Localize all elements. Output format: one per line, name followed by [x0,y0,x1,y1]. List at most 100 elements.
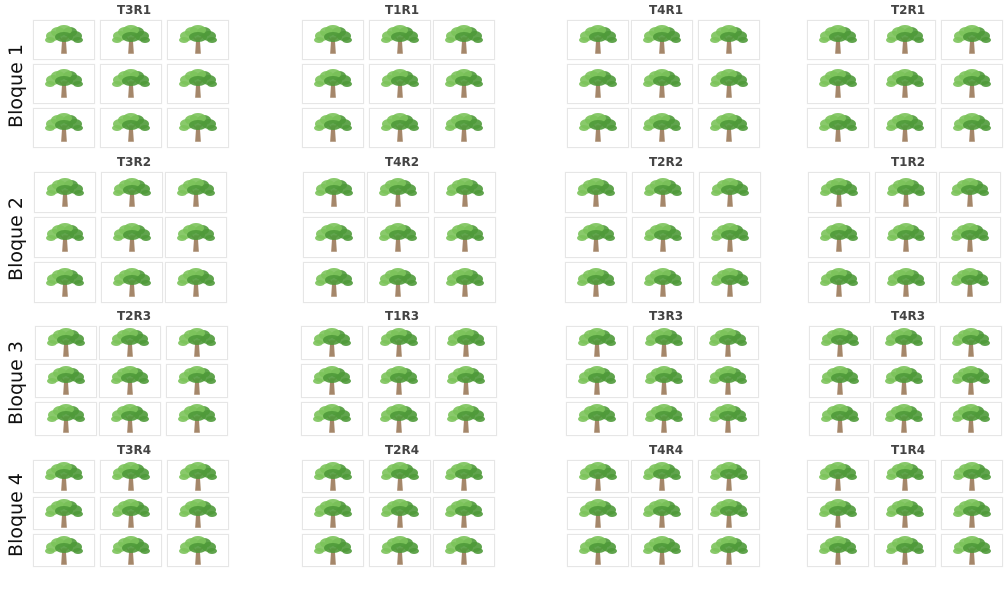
tree-icon [45,69,83,98]
tree-cell [698,108,760,148]
tree-cell [807,108,869,148]
tree-cell [807,534,869,567]
block-label: Bloque 1 [5,44,27,128]
tree-icon [111,404,149,433]
tree-icon [710,461,748,491]
tree-icon [577,267,615,297]
plot: T4R3 [808,308,1008,440]
tree-icon [886,498,924,528]
tree-icon [951,177,989,207]
tree-icon [579,461,617,491]
tree-cell [101,217,163,258]
tree-icon [710,69,748,98]
tree-icon [577,177,615,207]
tree-icon [47,366,85,395]
tree-icon [447,328,485,357]
tree-icon [111,366,149,395]
tree-icon [314,461,352,491]
tree-cell [35,364,97,398]
tree-cell [631,497,693,530]
tree-icon [711,222,749,252]
tree-icon [710,535,748,565]
tree-cell [697,326,759,360]
tree-cell [633,364,695,398]
tree-cell [165,217,227,258]
tree-cell [167,460,229,493]
tree-cell [631,20,693,60]
tree-icon [45,113,83,142]
tree-icon [314,498,352,528]
tree-icon [645,328,683,357]
tree-cell [167,497,229,530]
tree-cell [699,172,761,213]
plot-label: T1R3 [384,309,420,323]
tree-cell [302,20,364,60]
tree-icon [179,535,217,565]
tree-icon [179,113,217,142]
tree-cell [433,64,495,104]
tree-icon [445,69,483,98]
tree-cell [100,497,162,530]
tree-icon [447,366,485,395]
plot: T2R2 [565,154,766,306]
tree-cell [941,534,1003,567]
tree-cell [939,217,1001,258]
tree-icon [643,69,681,98]
tree-cell [941,64,1003,104]
tree-icon [644,222,682,252]
tree-cell [565,172,627,213]
tree-cell [301,326,363,360]
tree-icon [447,404,485,433]
tree-cell [808,262,870,303]
tree-icon [643,461,681,491]
tree-icon [953,113,991,142]
tree-cell [632,217,694,258]
tree-icon [819,535,857,565]
tree-icon [820,267,858,297]
tree-icon [381,113,419,142]
tree-icon [379,222,417,252]
tree-cell [807,20,869,60]
tree-cell [433,497,495,530]
plot: T1R1 [302,2,502,152]
tree-cell [566,402,628,436]
tree-icon [113,177,151,207]
tree-icon [643,113,681,142]
tree-icon [887,177,925,207]
tree-cell [873,364,935,398]
tree-icon [953,498,991,528]
tree-icon [315,222,353,252]
tree-cell [33,534,95,567]
tree-icon [314,535,352,565]
tree-icon [445,461,483,491]
tree-icon [579,535,617,565]
tree-icon [379,267,417,297]
tree-cell [167,108,229,148]
plot-label: T1R1 [384,3,420,17]
tree-icon [381,461,419,491]
tree-icon [578,404,616,433]
tree-cell [303,262,365,303]
tree-icon [179,69,217,98]
tree-cell [167,534,229,567]
tree-icon [820,177,858,207]
tree-cell [34,172,96,213]
plot-label: T4R4 [648,443,684,457]
tree-icon [178,404,216,433]
tree-cell [697,364,759,398]
tree-icon [112,498,150,528]
tree-cell [698,64,760,104]
tree-icon [885,328,923,357]
tree-icon [381,535,419,565]
tree-cell [566,364,628,398]
tree-cell [435,364,497,398]
tree-cell [435,326,497,360]
tree-cell [166,402,228,436]
plot-label: T2R3 [116,309,152,323]
plot: T3R4 [33,442,234,570]
tree-cell [434,172,496,213]
tree-cell [301,402,363,436]
tree-cell [33,460,95,493]
tree-icon [951,267,989,297]
tree-icon [887,267,925,297]
